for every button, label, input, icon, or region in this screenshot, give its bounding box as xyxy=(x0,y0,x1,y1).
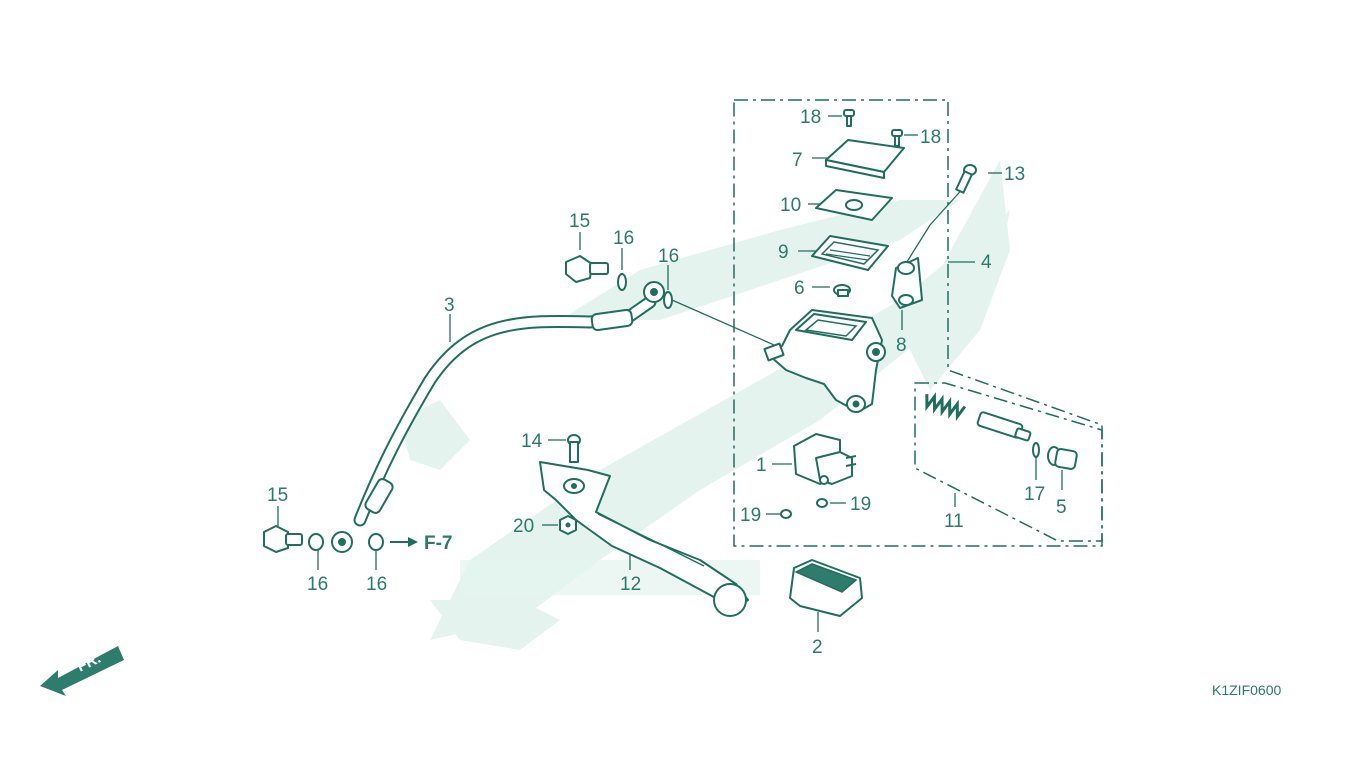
master-cylinder-body xyxy=(763,309,886,413)
washer-lower-a xyxy=(308,533,324,551)
reservoir-cover xyxy=(789,559,863,617)
washer-upper-b xyxy=(663,291,673,309)
diaphragm xyxy=(811,235,889,271)
piston-clip xyxy=(1032,442,1040,458)
brake-hose xyxy=(331,281,665,553)
callout-9: 9 xyxy=(778,242,789,263)
callout-1: 1 xyxy=(756,455,767,476)
callout-8: 8 xyxy=(896,335,907,356)
holder-bolt xyxy=(955,164,977,194)
callout-19-left: 19 xyxy=(740,505,761,526)
cap-screw-b xyxy=(891,129,903,147)
assembly-boundaries xyxy=(733,99,1103,547)
callout-4: 4 xyxy=(981,252,992,273)
banjo-bolt-upper xyxy=(565,255,609,283)
callout-2: 2 xyxy=(812,637,823,658)
callout-16-lower-b: 16 xyxy=(366,574,387,595)
callout-18-right: 18 xyxy=(920,127,941,148)
piston-spring xyxy=(925,392,967,422)
reference-arrow xyxy=(390,537,418,547)
callout-17: 17 xyxy=(1024,484,1045,505)
callout-16-upper-b: 16 xyxy=(658,246,679,267)
callout-15-upper: 15 xyxy=(569,211,590,232)
holder-clamp xyxy=(891,257,923,309)
piston xyxy=(976,411,1032,442)
callout-16-upper-a: 16 xyxy=(613,228,634,249)
reservoir-cap xyxy=(825,139,905,179)
callout-19-right: 19 xyxy=(850,494,871,515)
switch-screw-b xyxy=(816,498,828,508)
washer-upper-a xyxy=(617,273,627,291)
piston-boot xyxy=(1047,446,1078,470)
switch-screw-a xyxy=(780,509,792,519)
callout-7: 7 xyxy=(792,150,803,171)
reference-label: F-7 xyxy=(424,533,453,554)
watermark xyxy=(400,160,1010,650)
callout-12: 12 xyxy=(620,574,641,595)
figure-code: K1ZIF0600 xyxy=(1212,682,1281,698)
pivot-nut xyxy=(559,515,577,535)
callout-14: 14 xyxy=(521,431,543,452)
callout-16-lower-a: 16 xyxy=(307,574,328,595)
callout-11: 11 xyxy=(944,511,964,532)
brake-lever xyxy=(539,461,749,617)
washer-lower-b xyxy=(368,533,384,551)
callout-15-lower: 15 xyxy=(267,485,288,506)
callout-13: 13 xyxy=(1004,164,1025,185)
callout-5: 5 xyxy=(1056,497,1067,518)
callout-6: 6 xyxy=(794,278,805,299)
pivot-bolt xyxy=(567,434,581,463)
diaphragm-plate xyxy=(815,189,893,221)
callout-20: 20 xyxy=(513,516,534,537)
callout-10: 10 xyxy=(780,195,801,216)
float-part xyxy=(833,284,851,297)
brake-switch xyxy=(793,433,857,485)
banjo-bolt-lower xyxy=(263,525,303,553)
callout-18-upper: 18 xyxy=(800,107,821,128)
front-direction-arrow xyxy=(40,646,124,696)
cap-screw-a xyxy=(843,109,855,127)
callout-3: 3 xyxy=(444,295,455,316)
